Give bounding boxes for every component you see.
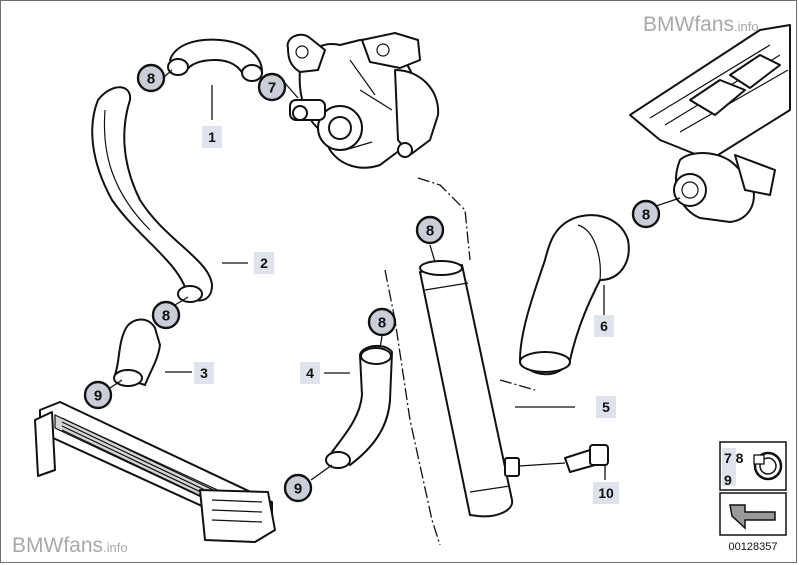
part-label-4: 4 [300,362,320,384]
hose-3-drawing [113,318,161,387]
intercooler-drawing [34,401,276,543]
callout-7-top: 7 [257,72,287,102]
hose-6-drawing [519,214,630,376]
watermark-top-suffix: .info [734,19,759,34]
callout-8-top: 8 [136,63,166,93]
legend-line2-text: 9 [724,472,732,488]
legend-line1-text: 7 8 [724,450,744,466]
callout-9-left-text: 9 [94,388,102,405]
part-label-1-text: 1 [208,129,216,145]
callout-8-mid-left: 8 [151,300,181,330]
part-label-6: 6 [594,315,614,337]
turbocharger-drawing [286,32,440,169]
watermark-bottom-suffix: .info [103,540,128,555]
watermark-top: BMWfans.info [643,13,759,36]
part-label-3-text: 3 [200,365,208,381]
callout-8-right-text: 8 [642,207,650,224]
part-label-6-text: 6 [600,318,608,334]
callout-8-pipe: 8 [415,215,445,245]
callout-8-top-text: 8 [147,71,155,88]
watermark-top-brand: BMWfans [643,13,734,36]
callout-8-mid-left-text: 8 [162,308,170,325]
part-label-4-text: 4 [306,365,314,381]
part-label-10: 10 [593,482,619,504]
callout-9-bottom: 9 [283,473,313,503]
watermark-bottom: BMWfans.info [12,534,128,557]
part-label-1: 1 [202,126,222,148]
hose-1-drawing [167,38,263,82]
callout-8-center-text: 8 [378,315,386,332]
sensor-10-drawing [518,444,609,473]
hose-clamp-icon [753,451,783,481]
part-label-5: 5 [596,396,616,418]
intake-manifold-drawing [629,24,791,223]
callout-8-right: 8 [631,199,661,229]
callout-7-top-text: 7 [268,80,276,97]
callout-8-center: 8 [367,307,397,337]
legend-box: 7 8 9 [719,441,787,491]
diagram-number: 00128357 [729,541,778,553]
part-label-2-text: 2 [260,255,268,271]
part-label-3: 3 [194,362,214,384]
callout-9-bottom-text: 9 [294,481,302,498]
bent-arrow-icon [729,504,776,530]
watermark-bottom-brand: BMWfans [12,534,103,557]
part-label-2: 2 [254,252,274,274]
pipe-5-drawing [419,260,520,518]
callout-8-pipe-text: 8 [426,223,434,240]
hose-4-drawing [325,344,393,469]
part-label-5-text: 5 [602,399,610,415]
part-label-10-text: 10 [598,485,614,501]
callout-9-left: 9 [83,380,113,410]
arrow-icon-box [719,492,787,536]
hose-2-drawing [91,86,213,303]
